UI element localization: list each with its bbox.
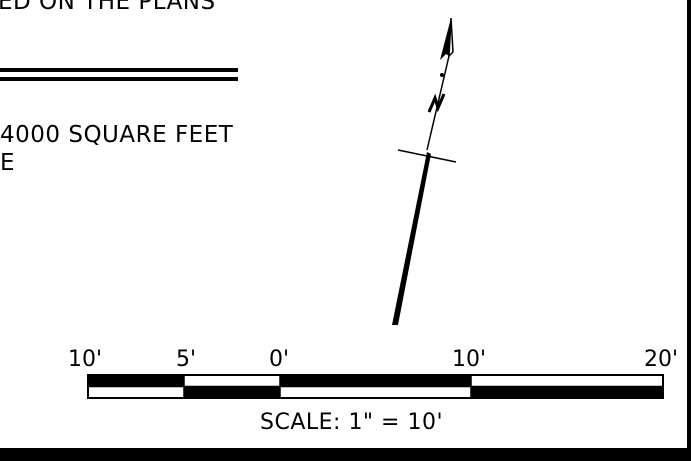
scale-label: SCALE: 1" = 10' [260, 410, 443, 435]
area-note: 4000 SQUARE FEET [0, 122, 234, 148]
scale-tick-label: 10' [68, 347, 102, 372]
scale-tick-label: 0' [269, 347, 289, 372]
scale-bar [87, 374, 664, 399]
scale-tick-label: 20' [644, 347, 678, 372]
north-arrow-icon [392, 17, 457, 325]
plan-note-top: ED ON THE PLANS [0, 0, 216, 15]
sheet-border-right [687, 0, 691, 461]
sheet-border-bottom [0, 448, 691, 461]
scale-tick-label: 10' [452, 347, 486, 372]
area-note-continued: E [0, 150, 15, 176]
scale-tick-label: 5' [176, 347, 196, 372]
double-rule [0, 68, 238, 81]
